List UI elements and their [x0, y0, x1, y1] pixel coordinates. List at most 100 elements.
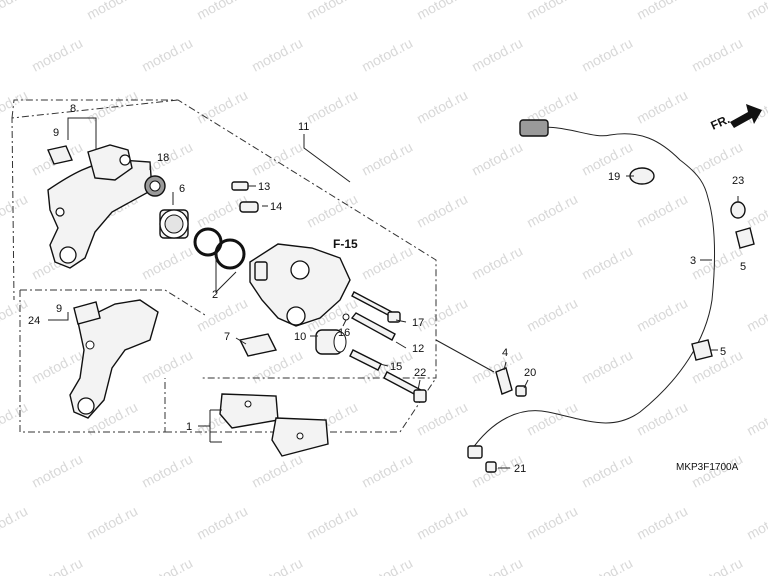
watermark-text: motod.ru [689, 35, 745, 75]
group-outline [11, 99, 437, 433]
clip-9b-icon [73, 301, 101, 325]
callout-labels: 8 9 18 6 2 13 14 11 F-15 9 24 7 10 16 17… [28, 103, 746, 475]
callout-8: 8 [70, 103, 76, 115]
callout-18: 18 [157, 152, 169, 164]
watermark-text: motod.ru [744, 0, 768, 23]
watermark-text: motod.ru [579, 347, 635, 387]
watermark-text: motod.ru [194, 503, 250, 543]
watermark-text: motod.ru [0, 295, 30, 335]
holder-5a-icon [735, 227, 755, 249]
callout-6: 6 [179, 183, 185, 195]
watermark-text: motod.ru [524, 295, 580, 335]
watermark-text: motod.ru [414, 399, 470, 439]
piston-6-icon [159, 209, 189, 239]
watermark-text: motod.ru [414, 87, 470, 127]
callout-22: 22 [414, 367, 426, 379]
watermark-text: motod.ru [744, 503, 768, 543]
watermark-text: motod.ru [29, 35, 85, 75]
cap-14-icon [239, 201, 259, 213]
watermark-text: motod.ru [0, 87, 30, 127]
watermark-text: motod.ru [304, 0, 360, 23]
caliper-bracket-alt [69, 299, 159, 419]
callout-12: 12 [412, 343, 424, 355]
leader-lines [48, 117, 739, 469]
watermark-text: motod.ru [469, 35, 525, 75]
watermark-text: motod.ru [139, 451, 195, 491]
callout-9a: 9 [53, 127, 59, 139]
bolt-21-icon [485, 461, 497, 473]
watermark-text: motod.ru [0, 399, 30, 439]
callout-20: 20 [524, 367, 536, 379]
abs-sensor-wire [467, 119, 716, 459]
watermark-text: motod.ru [194, 295, 250, 335]
dust-boot-18-icon [144, 175, 166, 197]
bolt-22-icon [383, 371, 427, 403]
watermark-text: motod.ru [194, 0, 250, 23]
bleeder-13-icon [231, 181, 249, 191]
watermark-text: motod.ru [634, 399, 690, 439]
watermark-text: motod.ru [249, 139, 305, 179]
watermark-text: motod.ru [689, 139, 745, 179]
watermark-text: motod.ru [249, 451, 305, 491]
seal-ring-icon [193, 227, 246, 270]
watermark-text: motod.ru [469, 555, 525, 576]
watermark-text: motod.ru [359, 243, 415, 283]
watermark-text: motod.ru [634, 503, 690, 543]
watermark-text: motod.ru [744, 295, 768, 335]
ref-label-f15: F-15 [333, 237, 358, 251]
watermark-text: motod.ru [359, 347, 415, 387]
watermark-text: motod.ru [524, 191, 580, 231]
watermark-text: motod.ru [359, 35, 415, 75]
callout-11: 11 [298, 121, 309, 133]
watermark-text: motod.ru [579, 451, 635, 491]
watermark-text: motod.ru [469, 243, 525, 283]
callout-13: 13 [258, 181, 270, 193]
callout-5b: 5 [720, 346, 726, 358]
watermark-text: motod.ru [524, 399, 580, 439]
callout-16: 16 [338, 327, 350, 339]
watermark-text: motod.ru [414, 0, 470, 23]
watermark-text: motod.ru [689, 243, 745, 283]
callout-5a: 5 [740, 261, 746, 273]
callout-2: 2 [212, 289, 218, 301]
watermark-text: motod.ru [359, 139, 415, 179]
direction-label: FR. [709, 112, 732, 133]
watermark-text: motod.ru [359, 451, 415, 491]
watermark-text: motod.ru [249, 35, 305, 75]
watermark-text: motod.ru [84, 0, 140, 23]
watermark-text: motod.ru [414, 503, 470, 543]
caliper-bracket [47, 144, 153, 269]
watermark-text: motod.ru [689, 555, 745, 576]
watermark-text: motod.ru [359, 555, 415, 576]
boot-10-icon [315, 329, 347, 355]
front-direction-arrow-icon [730, 104, 762, 128]
watermark-text: motod.ru [744, 399, 768, 439]
watermark-text: motod.ru [469, 347, 525, 387]
callout-3: 3 [690, 255, 696, 267]
callout-19: 19 [608, 171, 620, 183]
sleeve-15-icon [349, 349, 382, 371]
watermark-text: motod.ru [634, 191, 690, 231]
watermark-text: motod.ru [29, 555, 85, 576]
watermark-text: motod.ru [634, 295, 690, 335]
caliper-body [249, 243, 351, 327]
bolt-20-icon [515, 385, 527, 397]
pin-bolt-12-icon [350, 312, 396, 341]
watermark-text: motod.ru [0, 0, 30, 23]
watermark-text: motod.ru [634, 0, 690, 23]
callout-21: 21 [514, 463, 526, 475]
watermark-text: motod.ru [744, 191, 768, 231]
watermark-text: motod.ru [304, 191, 360, 231]
watermark-text: motod.ru [139, 35, 195, 75]
watermark-text: motod.ru [304, 87, 360, 127]
watermark-text: motod.ru [139, 243, 195, 283]
watermark-text: motod.ru [414, 191, 470, 231]
watermark-text: motod.ru [579, 243, 635, 283]
watermark-text: motod.ru [0, 503, 30, 543]
watermark-text: motod.ru [139, 555, 195, 576]
callout-1: 1 [186, 421, 192, 433]
watermark-text: motod.ru [29, 451, 85, 491]
callout-7: 7 [224, 331, 230, 343]
